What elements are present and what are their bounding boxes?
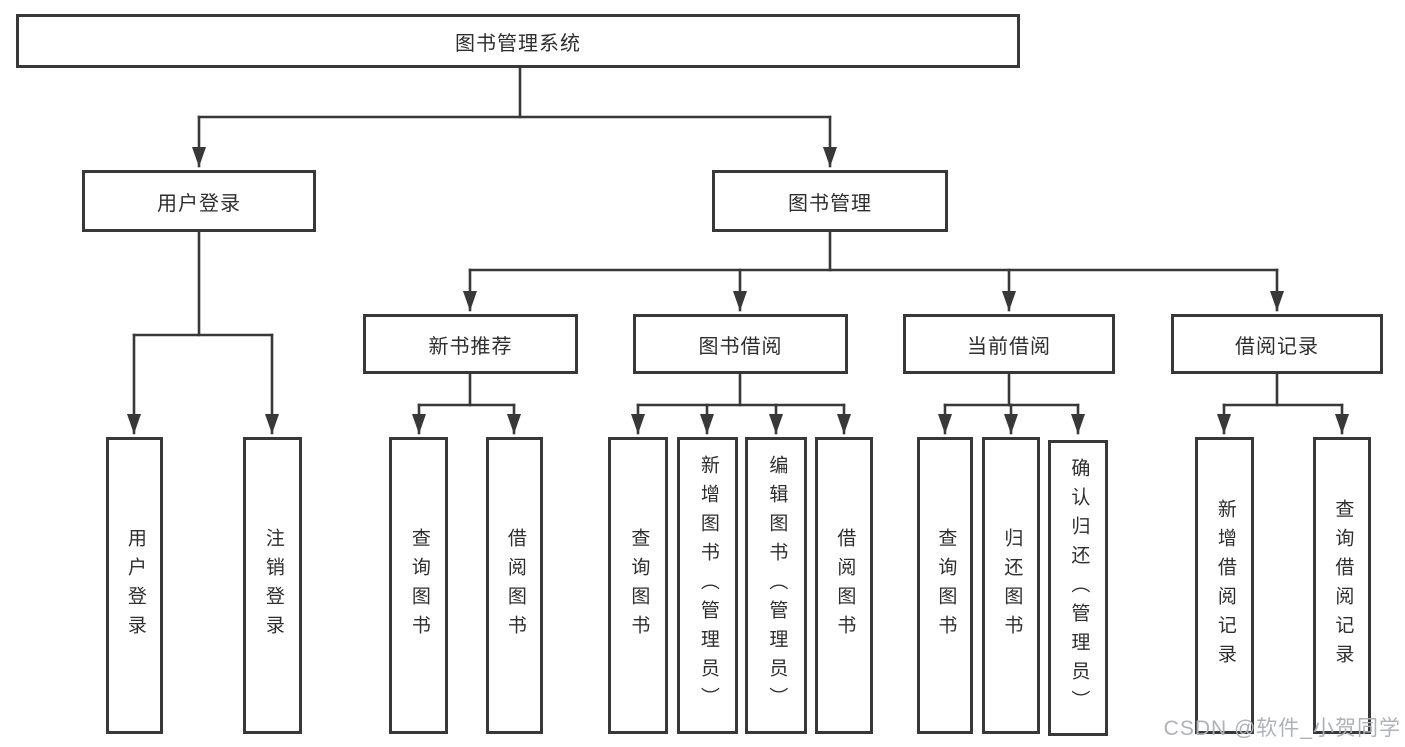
node-label: 借阅图书 — [834, 527, 856, 644]
node-label: 新书推荐 — [428, 335, 513, 358]
node-label: 确认归还（管理员） — [1068, 457, 1090, 719]
node-br-add-borrow-record: 新增借阅记录 — [1195, 437, 1254, 734]
node-logout: 注销登录 — [243, 437, 302, 734]
node-book-management: 图书管理 — [712, 170, 948, 232]
node-nb-query-books: 查询图书 — [389, 437, 448, 734]
node-label: 用户登录 — [124, 527, 146, 644]
node-label: 图书管理 — [788, 192, 872, 215]
node-label: 查询图书 — [935, 527, 957, 644]
node-label: 查询图书 — [408, 527, 430, 644]
node-new-book-recommendation: 新书推荐 — [363, 314, 578, 374]
node-label: 借阅记录 — [1235, 335, 1319, 358]
node-cb-confirm-return-admin: 确认归还（管理员） — [1048, 440, 1108, 736]
node-label: 当前借阅 — [967, 335, 1051, 358]
node-bb-query-books: 查询图书 — [608, 437, 668, 734]
node-cb-query-books: 查询图书 — [917, 437, 973, 734]
node-label: 新增借阅记录 — [1214, 498, 1236, 673]
watermark-text: CSDN @软件_小贺同学 — [1163, 717, 1401, 740]
node-bb-add-books-admin: 新增图书（管理员） — [677, 437, 738, 734]
node-br-query-borrow-record: 查询借阅记录 — [1313, 437, 1371, 734]
node-library-management-system: 图书管理系统 — [16, 14, 1020, 68]
node-borrowing-records: 借阅记录 — [1171, 314, 1383, 374]
node-book-borrowing: 图书借阅 — [633, 314, 848, 374]
node-label: 新增图书（管理员） — [697, 455, 719, 716]
node-bb-edit-books-admin: 编辑图书（管理员） — [745, 437, 807, 734]
node-label: 查询借阅记录 — [1332, 498, 1354, 673]
node-current-borrowing: 当前借阅 — [903, 314, 1115, 374]
node-user-login-leaf: 用户登录 — [106, 437, 163, 734]
node-label: 借阅图书 — [504, 527, 526, 644]
node-label: 用户登录 — [157, 192, 241, 215]
node-user-login: 用户登录 — [82, 170, 316, 232]
node-label: 编辑图书（管理员） — [766, 455, 788, 716]
node-label: 图书管理系统 — [455, 32, 581, 55]
node-label: 注销登录 — [262, 527, 284, 644]
node-nb-borrow-books: 借阅图书 — [486, 437, 543, 734]
node-bb-borrow-books: 借阅图书 — [815, 437, 873, 734]
node-label: 查询图书 — [628, 527, 650, 644]
node-label: 归还图书 — [1001, 527, 1023, 644]
node-cb-return-books: 归还图书 — [982, 437, 1040, 734]
node-label: 图书借阅 — [698, 335, 783, 358]
